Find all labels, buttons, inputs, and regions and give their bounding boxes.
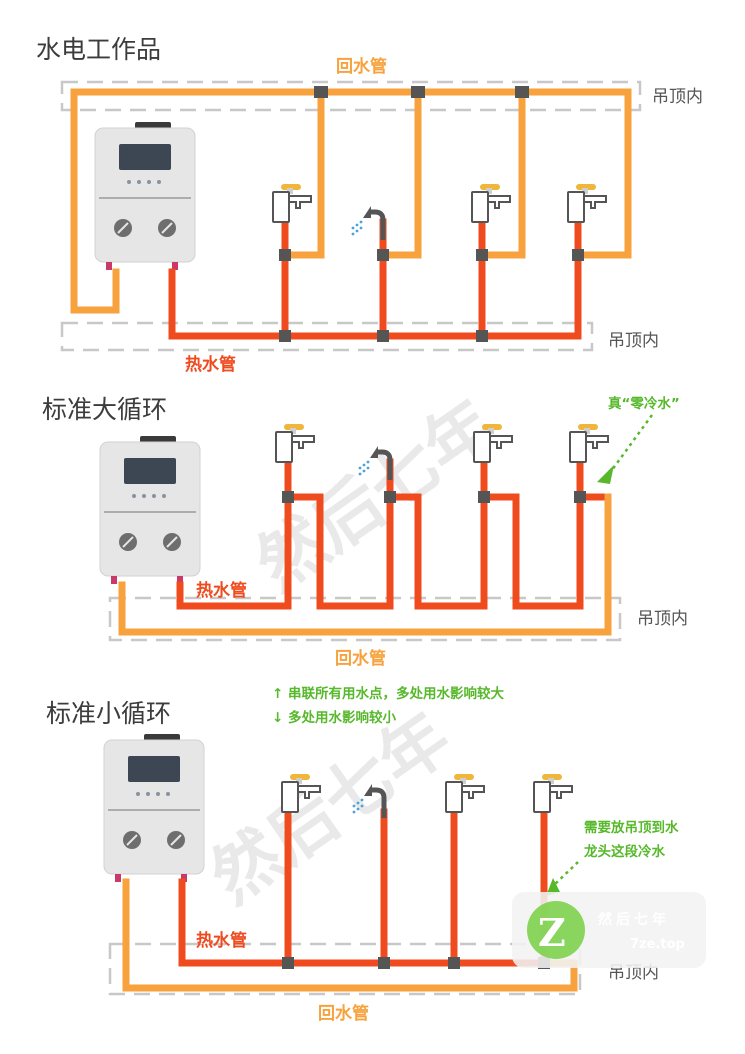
- section-3-faucet-icon-3: [533, 773, 573, 813]
- section-1-return-branch-1: [281, 88, 325, 259]
- section-3-faucet-icon-2: [445, 773, 485, 813]
- section-3-return-pipe: [122, 878, 578, 992]
- section-1-faucet-icon-2: [471, 183, 511, 223]
- logo-badge: Z 然后七年 7ze.top: [512, 892, 706, 968]
- section-3-note-1: ↑ 串联所有用水点，多处用水影响较大: [272, 685, 505, 702]
- section-2-return-label: 回水管: [335, 648, 386, 669]
- section-2-hot-loop: [176, 493, 612, 610]
- section-2-callout-line: [610, 414, 654, 471]
- section-1-return-branch-2: [379, 88, 422, 259]
- logo-brand: 然后七年: [598, 911, 670, 928]
- section-3-callout-line: [552, 861, 579, 887]
- section-2-callout-arrow-icon: [597, 465, 614, 484]
- section-1-water-heater-icon: [94, 121, 196, 271]
- logo-url: 7ze.top: [630, 937, 685, 952]
- section-1-faucet-icon-3: [567, 183, 607, 223]
- watermark-2: 然后七年: [197, 698, 465, 919]
- section-2-title: 标准大循环: [42, 395, 167, 424]
- section-1-ceiling-label-bottom: 吊顶内: [608, 331, 659, 351]
- section-1-ceiling-top: [60, 80, 642, 112]
- section-1-joints: [279, 86, 584, 342]
- section-2-ceiling: [108, 596, 622, 642]
- section-3-hot-main: [178, 878, 552, 967]
- section-1-return-label: 回水管: [336, 56, 387, 77]
- section-3-callout-arrow-icon: [546, 878, 560, 896]
- section-1-ceiling-bottom: [60, 321, 594, 352]
- section-1-hot-label: 热水管: [185, 354, 236, 375]
- section-3-callout-line-2: 龙头这段冷水: [583, 843, 665, 860]
- watermark-text-2: 然后七年: [197, 698, 465, 919]
- section-1-return-main: [70, 88, 632, 314]
- section-1-return-branch-3: [478, 88, 526, 259]
- section-2-hot-label: 热水管: [196, 580, 247, 601]
- logo-z-icon: Z: [538, 910, 566, 955]
- section-2-ceiling-label: 吊顶内: [637, 609, 688, 629]
- section-1-shower-icon: [352, 206, 383, 240]
- section-3-hot-label: 热水管: [196, 930, 247, 951]
- section-1-return-heater: [70, 268, 120, 314]
- logo-circle-icon: [527, 901, 585, 959]
- section-3-callout-line-1: 需要放吊顶到水: [584, 819, 679, 836]
- section-1-faucet-icon-1: [272, 183, 312, 223]
- section-1-title: 水电工作品: [36, 35, 161, 64]
- section-2-return-pipe: [118, 493, 612, 636]
- section-2-callout: 真“零冷水”: [608, 395, 680, 412]
- section-3-water-heater-icon: [103, 733, 205, 883]
- section-3-ceiling: [108, 942, 582, 996]
- section-3-return-label: 回水管: [318, 1003, 369, 1024]
- section-3-note-2: ↓ 多处用水影响较小: [272, 709, 397, 726]
- section-2-water-heater-icon: [99, 435, 201, 585]
- section-1-ceiling-label-top: 吊顶内: [652, 87, 703, 107]
- section-2-joints: [282, 491, 586, 503]
- section-1-hot-main: [168, 268, 582, 340]
- section-3-title: 标准小循环: [46, 699, 171, 728]
- section-2-faucet-icon-3: [569, 423, 609, 463]
- section-2-faucet-icon-1: [275, 423, 315, 463]
